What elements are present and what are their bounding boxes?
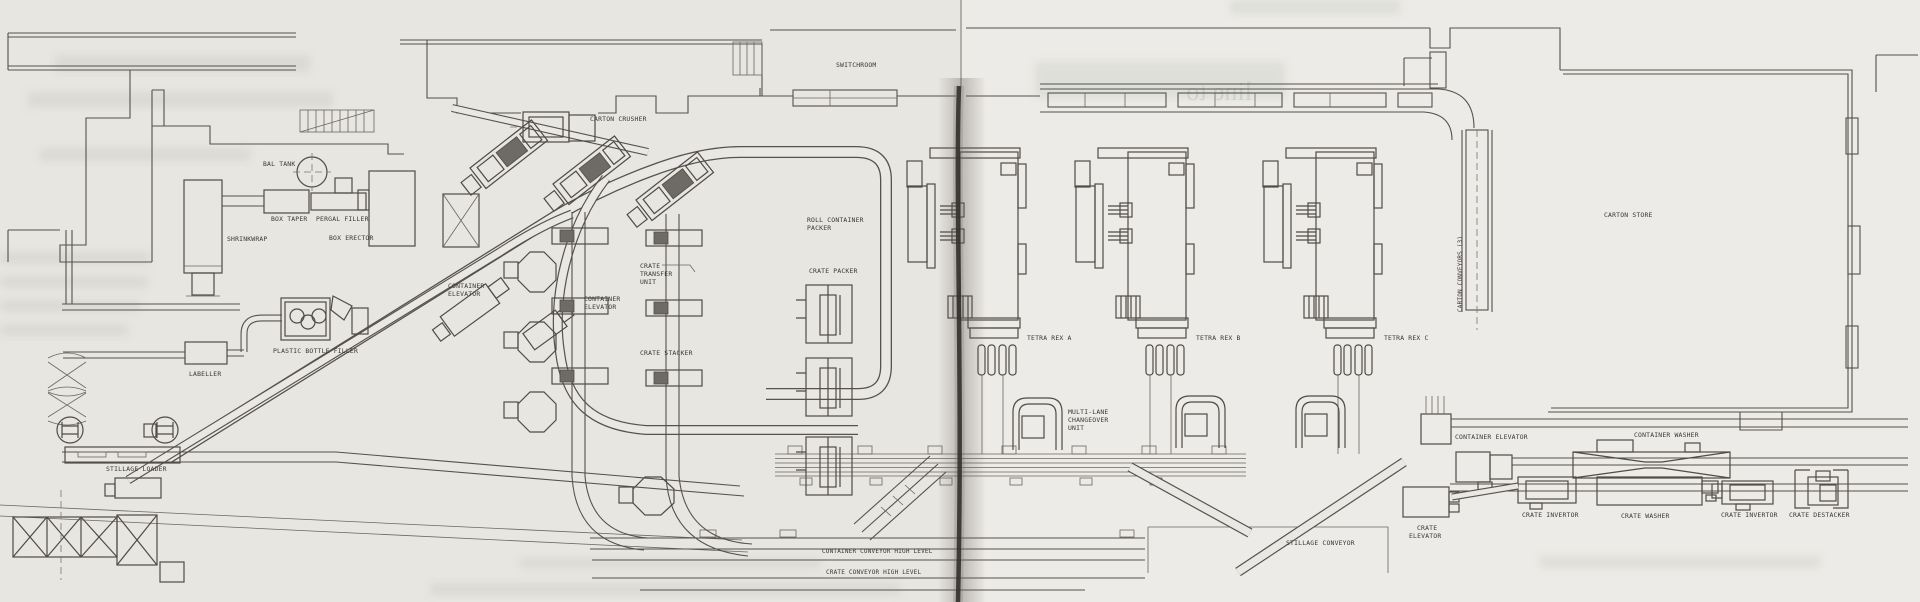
turntables xyxy=(56,416,179,444)
pergal-filler-label: PERGAL FILLER xyxy=(316,215,369,223)
transfer-fans xyxy=(47,352,87,426)
crate-washer-label: CRATE WASHER xyxy=(1621,512,1670,520)
pergal-filler-machine xyxy=(310,177,367,211)
labeller-machine xyxy=(62,230,244,365)
stairs-switchroom xyxy=(732,41,763,76)
carton-crusher-label: CARTON CRUSHER xyxy=(590,115,647,123)
container-washer-machine xyxy=(1572,439,1731,479)
shrinkwrap-outfeed xyxy=(222,195,264,207)
tetra-rex-c-machine xyxy=(1262,147,1383,454)
tetra-rex-b-machine xyxy=(1074,147,1195,454)
crate-destacker-machine xyxy=(1794,469,1849,509)
shrinkwrap-label: SHRINKWRAP xyxy=(227,235,267,243)
crate-elevator-label2: ELEVATOR xyxy=(1409,532,1441,540)
container-elevator-right-label: CONTAINER ELEVATOR xyxy=(1455,433,1528,441)
shrinkwrap-machine xyxy=(183,179,223,297)
crate-destacker-label: CRATE DESTACKER xyxy=(1789,511,1850,519)
box-taper-machine xyxy=(263,189,310,214)
plastic-bottle-filler-machine xyxy=(240,295,369,352)
crate-packer-unit-1 xyxy=(796,284,853,344)
container-elevator-b-label2: ELEVATOR xyxy=(584,303,616,311)
diagonal-carton-machines xyxy=(460,119,715,229)
multi-lane-label2: CHANGEOVER xyxy=(1068,416,1108,424)
crate-stacker-label: CRATE STACKER xyxy=(640,349,693,357)
pallet-marker xyxy=(442,193,480,248)
stairs-left xyxy=(299,109,375,133)
bal-tank xyxy=(293,153,331,191)
container-conveyor-high-level-label: CONTAINER CONVEYOR HIGH LEVEL xyxy=(822,548,933,555)
multi-lane-label: MULTI-LANE xyxy=(1068,408,1108,416)
box-taper-label: BOX TAPER xyxy=(271,215,307,223)
stillage-conveyor-label: STILLAGE CONVEYOR xyxy=(1286,539,1355,547)
stillage-loader-machine xyxy=(64,446,181,499)
stillage-pallets xyxy=(12,490,185,583)
crate-transfer-columns xyxy=(551,212,753,557)
crate-transfer-leader-line xyxy=(662,264,696,273)
tetra-rex-a-label: TETRA REX A xyxy=(1027,334,1072,342)
bal-tank-label: BAL TANK xyxy=(263,160,295,168)
multi-lane-changeover-loops xyxy=(1012,395,1346,450)
box-erector-label: BOX ERECTOR xyxy=(329,234,374,242)
crate-elevator-machine xyxy=(1402,482,1519,518)
right-wash-line xyxy=(1127,396,1908,577)
crate-invertor-right-machine xyxy=(1711,480,1774,511)
bleed-text-fragment: line to xyxy=(1186,77,1252,106)
equipment-labels: BAL TANK BOX TAPER PERGAL FILLER SHRINKW… xyxy=(106,61,1850,576)
plastic-bottle-filler-label: PLASTIC BOTTLE FILLER xyxy=(273,347,358,355)
crate-conveyor-high-level-label: CRATE CONVEYOR HIGH LEVEL xyxy=(826,569,921,576)
crate-stacker-octagons xyxy=(503,251,675,516)
switchroom-label: SWITCHROOM xyxy=(836,61,876,69)
stillage-loader-label: STILLAGE LOADER xyxy=(106,465,167,473)
carton-conveyor-run xyxy=(1040,51,1493,330)
crate-transfer-unit-label3: UNIT xyxy=(640,278,656,286)
roll-container-packer-label2: PACKER xyxy=(807,224,831,232)
switchroom-wall-unit xyxy=(792,89,898,107)
crate-invertor-right-label: CRATE INVERTOR xyxy=(1721,511,1778,519)
crate-transfer-unit-label: CRATE xyxy=(640,262,660,270)
container-washer-label: CONTAINER WASHER xyxy=(1634,431,1699,439)
crate-packer-units xyxy=(796,284,853,496)
crate-packer-unit-3 xyxy=(796,436,853,496)
carton-store-room xyxy=(1548,69,1861,431)
container-elevator-a-label: CONTAINER xyxy=(448,282,484,290)
building-walls xyxy=(7,27,1918,263)
page-fold xyxy=(938,0,986,602)
crate-transfer-unit-label2: TRANSFER xyxy=(640,270,672,278)
crate-elevator-label: CRATE xyxy=(1417,524,1437,532)
tetra-rex-c-label: TETRA REX C xyxy=(1384,334,1429,342)
crate-invertor-left-machine xyxy=(1517,476,1577,510)
carton-conveyors-label: CARTON CONVEYORS (3) xyxy=(1457,236,1464,312)
container-elevator-right-machine xyxy=(1420,396,1908,445)
tetra-rex-b-label: TETRA REX B xyxy=(1196,334,1241,342)
container-elevator-a-label2: ELEVATOR xyxy=(448,290,480,298)
labeller-label: LABELLER xyxy=(189,370,221,378)
container-elevator-b-label: CONTAINER xyxy=(584,295,620,303)
bleed-through xyxy=(0,0,1820,595)
stillage-conveyor-zone xyxy=(1127,457,1407,577)
tetra-rex-machines xyxy=(906,147,1383,454)
multi-lane-label3: UNIT xyxy=(1068,424,1084,432)
crate-packer-label: CRATE PACKER xyxy=(809,267,858,275)
box-erector-machine xyxy=(357,170,416,247)
carton-store-label: CARTON STORE xyxy=(1604,211,1653,219)
roll-container-packer-label: ROLL CONTAINER xyxy=(807,216,864,224)
crate-invertor-left-label: CRATE INVERTOR xyxy=(1522,511,1579,519)
crate-packer-unit-2 xyxy=(796,357,853,417)
